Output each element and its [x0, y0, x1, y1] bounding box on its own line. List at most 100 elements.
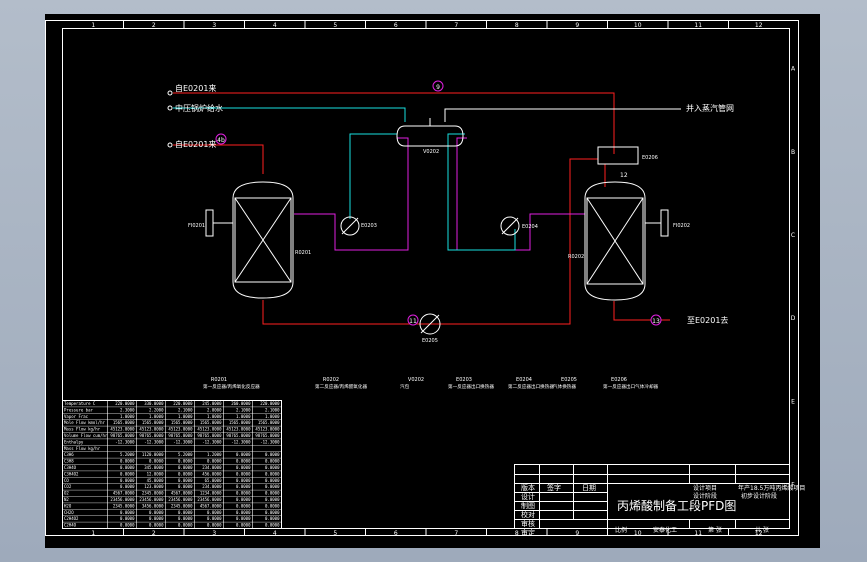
table-cell: 0.0000 — [236, 459, 251, 464]
table-cell: 0.0000 — [236, 484, 251, 489]
grid-col-bottom: 9 — [575, 530, 579, 537]
table-cell: 45123.0000 — [197, 427, 222, 432]
tb-header-sign: 签字 — [547, 483, 561, 492]
table-cell: 0.0000 — [265, 484, 280, 489]
table-cell: 0.0000 — [236, 471, 251, 476]
table-cell: 1565.0000 — [258, 420, 280, 425]
title-block — [514, 464, 790, 529]
grid-col-top: 1 — [91, 22, 95, 29]
grid-col-top: 3 — [212, 22, 216, 29]
grid-col-top: 10 — [634, 22, 642, 29]
label-hx-right: E0204 — [522, 224, 538, 230]
table-row-label: CH2O — [64, 510, 74, 515]
source-dot-1 — [167, 90, 173, 96]
table-cell: 1.0000 — [120, 414, 135, 419]
heat-exchanger-left — [340, 216, 360, 236]
stream-line-bottom — [262, 158, 598, 325]
table-row-label: C2H4O2 — [64, 516, 79, 521]
legend-desc: 汽包 — [400, 383, 410, 390]
table-cell: -12.3000 — [173, 439, 193, 444]
table-cell: 5.2000 — [178, 452, 193, 457]
table-cell: 1120.0000 — [142, 452, 164, 457]
table-cell: 1.2000 — [207, 452, 222, 457]
reactor-right — [584, 181, 646, 301]
tag-circle-product — [650, 314, 662, 326]
table-cell: 0.0000 — [120, 484, 135, 489]
table-row-label: Pressure bar — [64, 407, 93, 412]
steam-drum — [396, 118, 464, 147]
table-cell: 1565.0000 — [142, 420, 164, 425]
table-row-label: C3H6 — [64, 452, 74, 457]
table-row-label: Mole Flow kmol/hr — [64, 420, 106, 425]
heat-exchanger-right — [500, 216, 520, 236]
table-row-label: Enthalpy — [64, 439, 84, 444]
table-cell: 2.1000 — [178, 407, 193, 412]
table-cell: 0.0000 — [178, 478, 193, 483]
table-cell: 0.0000 — [178, 510, 193, 515]
table-cell: -12.3000 — [144, 439, 164, 444]
table-cell: -12.3000 — [115, 439, 135, 444]
heat-exchanger-bottom — [419, 313, 441, 335]
table-cell: 456.0000 — [202, 471, 222, 476]
tb-scale-label: 比例 — [615, 526, 627, 534]
grid-col-top: 9 — [575, 22, 579, 29]
table-cell: 65.0000 — [205, 478, 222, 483]
table-cell: 5.2000 — [120, 452, 135, 457]
coolant-loop-right — [456, 137, 585, 251]
table-cell: 45123.0000 — [139, 427, 164, 432]
table-cell: 0.0000 — [265, 497, 280, 502]
table-cell: 3456.0000 — [142, 503, 164, 508]
table-cell: 0.0000 — [178, 471, 193, 476]
cyan-loop-left — [349, 133, 397, 219]
grid-col-bottom: 7 — [454, 530, 458, 537]
legend-desc: 第一反应器出口换热器 — [448, 383, 494, 390]
table-cell: 2345.0000 — [142, 491, 164, 496]
tb-role: 审定 — [521, 528, 535, 537]
grid-col-top: 4 — [273, 22, 277, 29]
table-cell: 220.0000 — [260, 401, 280, 406]
table-row-label: C3H4O2 — [64, 471, 79, 476]
table-cell: 345.0000 — [144, 465, 164, 470]
table-row-label: Mass Flow kg/hr — [64, 427, 101, 432]
table-cell: 1.0000 — [236, 414, 251, 419]
reactor-left — [232, 181, 294, 299]
table-cell: 2.1000 — [236, 407, 251, 412]
table-row-label: Volume Flow cum/hr — [64, 433, 108, 438]
table-cell: 234.0000 — [202, 465, 222, 470]
table-cell: 23456.0000 — [197, 497, 222, 502]
drawing-title: 丙烯酸制备工段PFD图 — [617, 498, 736, 513]
source-dot-3 — [167, 142, 173, 148]
legend-code: R0201 — [211, 377, 227, 383]
tb-role: 设计 — [521, 492, 535, 501]
legend-desc: 气体换热器 — [553, 383, 576, 390]
table-cell: 0.0000 — [149, 516, 164, 521]
table-cell: 45123.0000 — [110, 427, 135, 432]
table-row-label: H2O — [64, 503, 72, 508]
tb-stage-label: 设计阶段 — [693, 492, 717, 500]
table-cell: 2.1000 — [265, 407, 280, 412]
table-cell: 0.0000 — [149, 510, 164, 515]
grid-row-label: C — [791, 232, 795, 239]
table-cell: 0.0000 — [236, 491, 251, 496]
table-cell: 0.0000 — [265, 478, 280, 483]
table-cell: 1.0000 — [178, 414, 193, 419]
table-cell: 4567.0000 — [200, 503, 222, 508]
table-cell: 23456.0000 — [168, 497, 193, 502]
table-cell: 0.0000 — [265, 452, 280, 457]
table-cell: 98765.0000 — [110, 433, 135, 438]
table-cell: 12.0000 — [147, 471, 164, 476]
label-cooler: E0206 — [642, 155, 658, 161]
table-row-label: C3H4O — [64, 465, 77, 470]
table-cell: 0.0000 — [120, 516, 135, 521]
table-cell: 23456.0000 — [110, 497, 135, 502]
table-cell: 0.0000 — [178, 484, 193, 489]
source-dot-2 — [167, 105, 173, 111]
table-cell: 0.0000 — [236, 510, 251, 515]
table-cell: 45123.0000 — [168, 427, 193, 432]
stream-line-feed — [173, 144, 264, 174]
tag-circle-bottom — [407, 314, 419, 326]
table-cell: 0.0000 — [207, 523, 222, 528]
table-cell: 23456.0000 — [139, 497, 164, 502]
table-cell: 0.0000 — [265, 465, 280, 470]
